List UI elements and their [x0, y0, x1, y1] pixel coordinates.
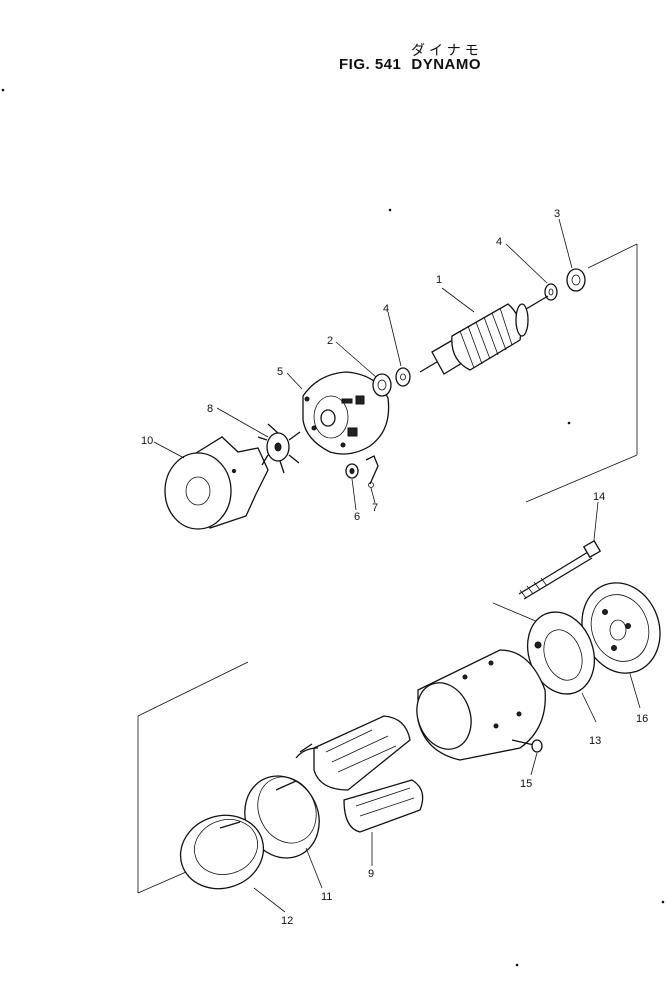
- upper-assembly-bracket: [525, 243, 638, 503]
- part-1-armature: [419, 295, 549, 375]
- part-5-end-bracket: [302, 371, 390, 455]
- figure-number: FIG. 541: [339, 56, 402, 73]
- figure-title: FIG. 541 DYNAMO: [339, 56, 491, 73]
- callout-10: 10: [141, 435, 153, 447]
- part-7-clip: [365, 455, 379, 488]
- lower-assembly-bracket: [137, 602, 539, 894]
- callout-5: 5: [277, 366, 283, 378]
- part-15-screw: [511, 739, 543, 753]
- field-frame-yoke: [416, 649, 546, 761]
- callout-1: 1: [436, 274, 442, 286]
- callout-13: 13: [589, 735, 601, 747]
- part-13-end-frame: [527, 611, 595, 695]
- callout-2: 2: [327, 335, 333, 347]
- callout-7: 7: [372, 502, 378, 514]
- part-6-washer: [345, 463, 359, 479]
- title-katakana: ダイナモ: [411, 43, 483, 59]
- part-12-outer-band: [179, 814, 265, 890]
- callout-4b: 4: [496, 236, 502, 248]
- callout-14: 14: [593, 491, 605, 503]
- callout-12: 12: [281, 915, 293, 927]
- callout-15: 15: [520, 778, 532, 790]
- part-4-washer-right: [544, 283, 558, 301]
- callout-labels: 1 2 3 4 4 5 6 7 8 9 10 11 12 13 14 15 16: [141, 208, 648, 927]
- callout-6: 6: [354, 511, 360, 523]
- figure-name: DYNAMO: [411, 56, 482, 73]
- callout-8: 8: [207, 403, 213, 415]
- callout-16: 16: [636, 713, 648, 725]
- part-8-fan: [257, 423, 301, 474]
- part-3-bearing: [566, 268, 586, 292]
- callout-4a: 4: [383, 303, 389, 315]
- leader-lines: [153, 218, 641, 913]
- part-14-through-bolt: [518, 539, 602, 600]
- callout-11: 11: [321, 891, 332, 903]
- part-9-field-coils: [295, 715, 424, 833]
- part-4-washer-left: [395, 367, 411, 387]
- callout-3: 3: [554, 208, 560, 220]
- scan-specks: [1, 88, 665, 967]
- part-10-cover: [164, 436, 269, 530]
- part-2-bearing: [372, 373, 392, 397]
- callout-9: 9: [368, 868, 374, 880]
